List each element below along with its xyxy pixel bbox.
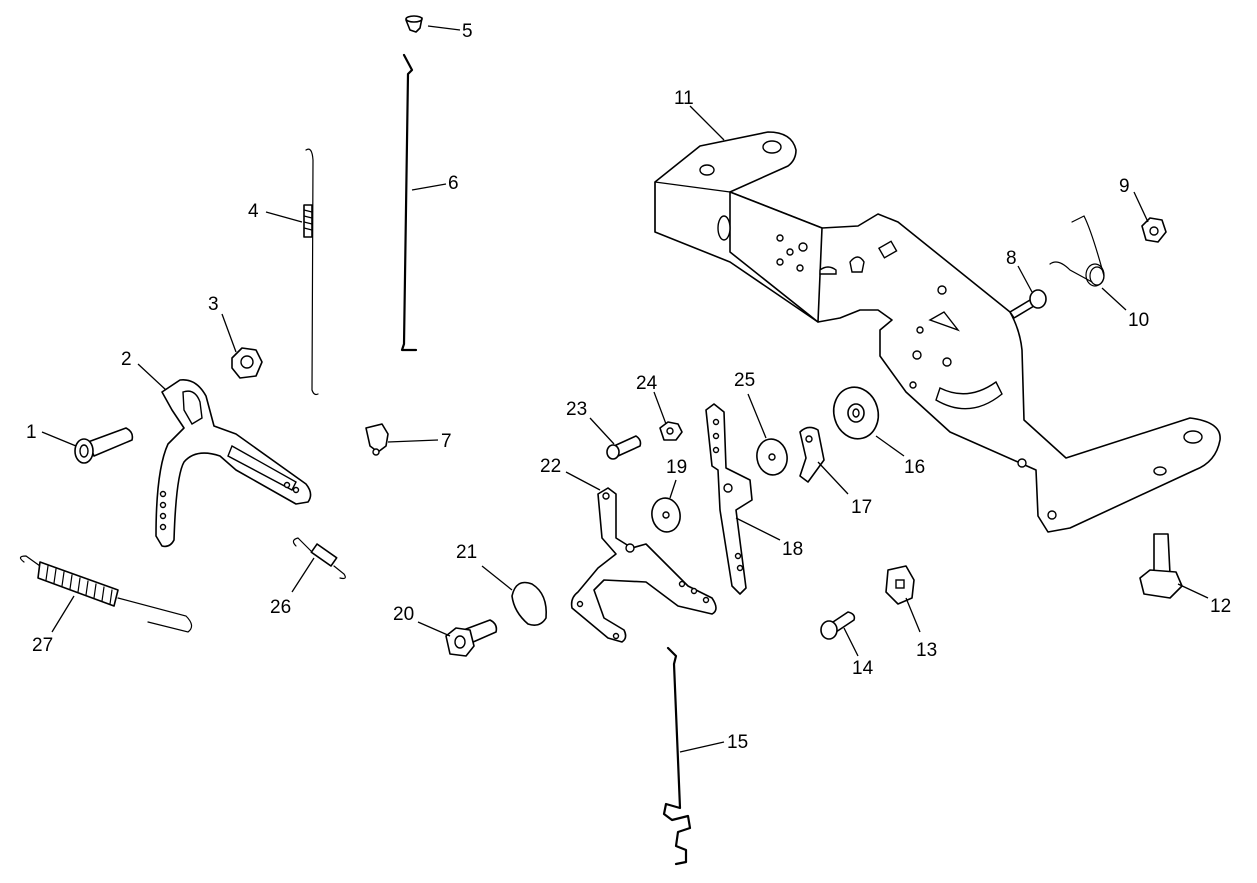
callout-20: 20	[393, 604, 414, 625]
callout-25: 25	[734, 370, 755, 391]
callout-15: 15	[727, 732, 748, 753]
part-7-cable-clip	[365, 423, 389, 456]
part-2-speed-control-lever	[155, 379, 312, 548]
callout-26: 26	[270, 597, 291, 618]
callout-21: 21	[456, 542, 477, 563]
part-22-throttle-bracket	[570, 487, 717, 643]
part-23-screw	[606, 435, 642, 460]
leader-lines	[41, 25, 1209, 753]
callout-10: 10	[1128, 310, 1149, 331]
callout-3: 3	[208, 294, 219, 315]
callout-2: 2	[121, 349, 132, 370]
callout-7: 7	[441, 431, 452, 452]
part-4-spring-rod	[303, 148, 319, 396]
part-20-flange-screw	[445, 619, 498, 657]
part-21-cam-washer	[511, 581, 548, 626]
part-16-washer	[832, 386, 880, 440]
part-12-flange-bolt	[1139, 533, 1183, 599]
part-8-screw	[1009, 289, 1047, 319]
part-6-throttle-rod	[400, 53, 418, 352]
part-25-washer	[756, 438, 788, 476]
part-5-rod-clip	[405, 15, 423, 33]
callout-12: 12	[1210, 596, 1231, 617]
callout-19: 19	[666, 457, 687, 478]
part-26-small-spring	[292, 537, 346, 580]
part-18-governor-lever	[705, 403, 753, 595]
part-15-governor-rod	[662, 646, 692, 866]
callout-11: 11	[674, 88, 694, 109]
part-3-hex-nut	[231, 347, 263, 379]
part-17-clamp	[799, 426, 825, 483]
part-11-control-bracket	[654, 131, 1221, 533]
part-9-nut	[1141, 217, 1167, 243]
callout-9: 9	[1119, 176, 1130, 197]
callout-27: 27	[32, 635, 53, 656]
callout-16: 16	[904, 457, 925, 478]
callout-24: 24	[636, 373, 658, 394]
callout-23: 23	[566, 399, 587, 420]
callout-18: 18	[782, 539, 803, 560]
callout-17: 17	[851, 497, 872, 518]
part-27-long-spring	[19, 555, 193, 633]
callout-5: 5	[462, 21, 473, 42]
callout-1: 1	[26, 422, 37, 443]
callout-4: 4	[248, 201, 259, 222]
callout-6: 6	[448, 173, 459, 194]
callout-22: 22	[540, 456, 561, 477]
part-24-nut	[659, 421, 683, 441]
callout-labels: 1 2 3 4 5 6 7 8 9 10 11 12 13 14 15 16 1…	[26, 21, 1231, 753]
part-1-shoulder-bolt	[74, 427, 134, 464]
callout-8: 8	[1006, 248, 1017, 269]
part-14-screw	[820, 611, 856, 640]
part-13-nut-clip	[885, 565, 915, 605]
part-10-torsion-spring	[1049, 215, 1105, 287]
callout-13: 13	[916, 640, 937, 661]
callout-14: 14	[852, 658, 874, 679]
part-19-washer	[651, 497, 681, 533]
